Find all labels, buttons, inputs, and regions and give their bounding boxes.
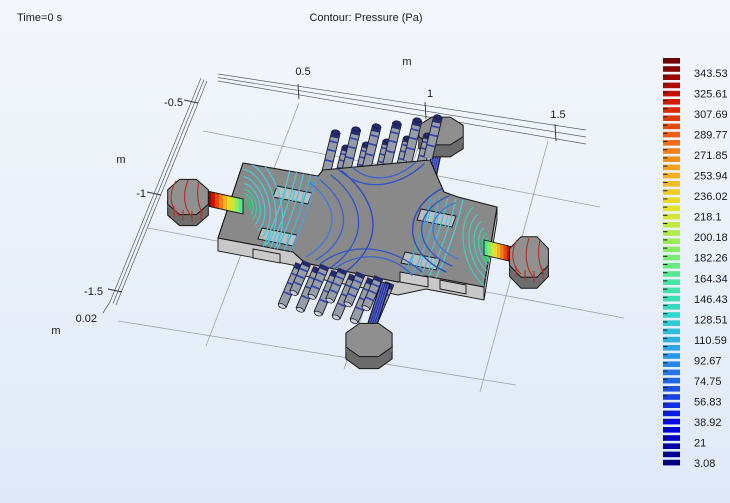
colorbar-tick-label-19: 3.08 <box>694 458 715 470</box>
y-axis-tick-label-2: -1.5 <box>84 286 103 298</box>
bottom-port-knob <box>345 322 393 370</box>
colorbar-tick-label-2: 307.69 <box>694 109 728 121</box>
colorbar-tick-label-12: 128.51 <box>694 314 728 326</box>
colorbar-tick-label-14: 92.67 <box>694 355 722 367</box>
colorbar-tick-label-9: 182.26 <box>694 253 728 265</box>
saddle-contours <box>305 161 459 276</box>
x-axis-tick-label-1: 1 <box>427 88 433 100</box>
colorbar-tick-label-1: 325.61 <box>694 89 728 101</box>
colorbar-tick-label-4: 271.85 <box>694 150 728 162</box>
z-axis-tick-label-0: 0.02 <box>76 313 97 325</box>
x-axis-tick-label-0: 0.5 <box>295 66 310 78</box>
right-knob-contours <box>512 237 545 282</box>
grid-line <box>117 320 517 386</box>
y-axis-ruler: m -0.5 -1 -1.5 0.02 m <box>51 77 208 337</box>
colorbar-tick-label-0: 343.53 <box>694 68 728 80</box>
colorbar-tick-label-7: 218.1 <box>694 212 722 224</box>
colorbar-tick-label-13: 110.59 <box>694 335 727 347</box>
colorbar-tick-label-8: 200.18 <box>694 232 728 244</box>
color-legend: 343.53 325.61 307.69 289.77 271.85 253.94 236.… <box>663 58 728 470</box>
colorbar-tick-label-11: 146.43 <box>694 294 728 306</box>
left-port-tube <box>206 190 244 215</box>
colorbar-tick-label-3: 289.77 <box>694 130 728 142</box>
left-knob-contours <box>170 179 204 222</box>
pressure-contours <box>241 160 497 287</box>
bottom-port-tube <box>365 281 391 332</box>
x-axis-tick-label-2: 1.5 <box>550 109 565 121</box>
colorbar-tick-label-16: 56.83 <box>694 396 722 408</box>
colorbar-tick-label-10: 164.34 <box>694 273 728 285</box>
y-axis-tick-label-0: -0.5 <box>164 97 183 109</box>
y-axis-tick-label-1: -1 <box>136 188 146 200</box>
micromixer-device <box>167 114 549 370</box>
z-axis-unit: m <box>51 325 60 337</box>
colorbar-tick-label-6: 236.02 <box>694 191 728 203</box>
time-label: Time=0 s <box>17 12 63 24</box>
colorbar-tick-label-17: 38.92 <box>694 417 722 429</box>
colorbar-tick-label-5: 253.94 <box>694 171 728 183</box>
chip-tab <box>399 271 429 288</box>
chip-tab <box>252 248 281 264</box>
x-axis-unit: m <box>402 56 411 68</box>
plot-title: Contour: Pressure (Pa) <box>309 12 422 24</box>
colorbar-tick-label-18: 21 <box>694 438 706 450</box>
chip-tab <box>439 279 467 295</box>
chip-body <box>217 159 498 301</box>
colorbar-tick-label-15: 74.75 <box>694 376 722 388</box>
y-axis-unit: m <box>116 154 125 166</box>
x-axis-ruler: m 0.5 1 1.5 <box>217 56 587 145</box>
